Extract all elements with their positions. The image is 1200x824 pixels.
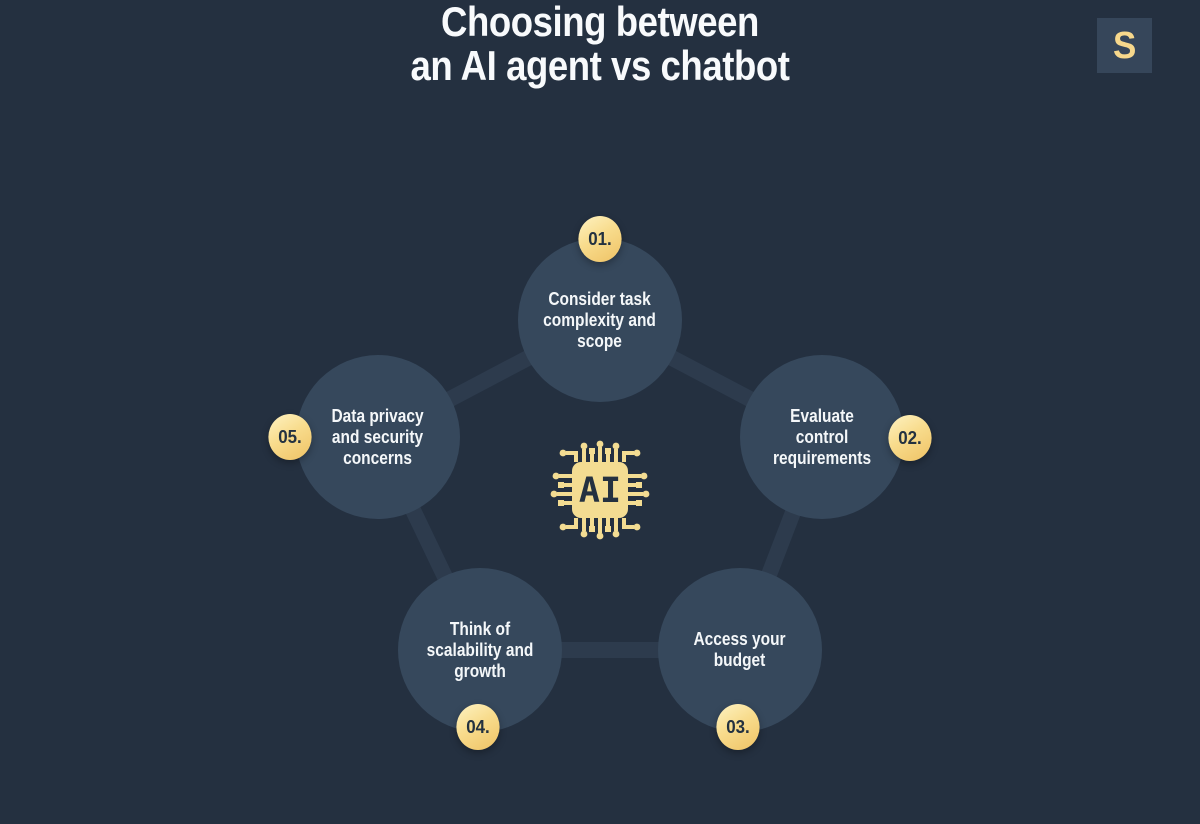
step-label-2: Evaluate control requirements (772, 405, 872, 468)
step-number-badge-1: 01. (578, 216, 622, 262)
ai-chip-icon: AI (550, 440, 650, 540)
step-number-badge-5: 05. (268, 414, 312, 460)
page-title: Choosing between an AI agent vs chatbot (410, 0, 790, 89)
brand-logo-letter: S (1112, 24, 1137, 67)
step-label-5: Data privacy and security concerns (331, 405, 425, 468)
step-label-3: Access your budget (693, 629, 787, 670)
step-number-badge-2: 02. (888, 415, 932, 461)
step-number-badge-4: 04. (456, 704, 500, 750)
step-circle-1: Consider task complexity and scope (518, 238, 682, 402)
brand-logo: S (1097, 18, 1152, 73)
step-label-1: Consider task complexity and scope (543, 288, 657, 351)
step-circle-2: Evaluate control requirements (740, 355, 904, 519)
step-circle-5: Data privacy and security concerns (296, 355, 460, 519)
step-label-4: Think of scalability and growth (426, 618, 534, 681)
ai-chip-label: AI (579, 471, 621, 511)
step-number-badge-3: 03. (716, 704, 760, 750)
